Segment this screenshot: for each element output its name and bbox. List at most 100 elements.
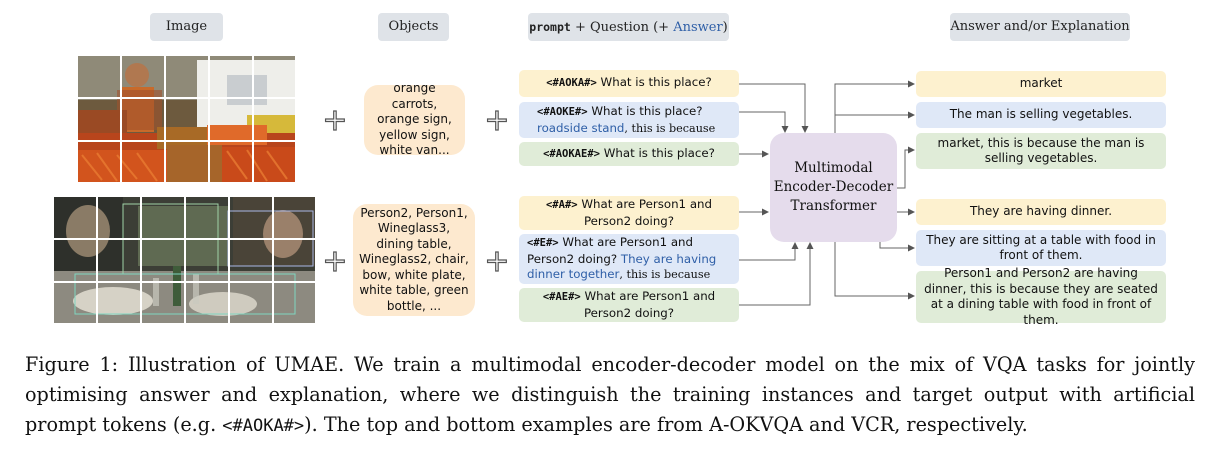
prompt-question: What is this place? bbox=[596, 75, 712, 90]
output-box: market, this is because the man is selli… bbox=[916, 133, 1166, 169]
arrow bbox=[834, 242, 915, 300]
patch bbox=[97, 239, 141, 282]
patch bbox=[229, 282, 273, 324]
patch bbox=[77, 55, 121, 98]
model-line: Multimodal bbox=[794, 160, 873, 176]
patch bbox=[229, 239, 273, 282]
patch bbox=[185, 196, 229, 239]
objects-text-bottom: Person2, Person1, Wineglass3, dining tab… bbox=[359, 205, 469, 313]
patch bbox=[141, 282, 185, 324]
output-text: market, this is because the man is selli… bbox=[937, 135, 1145, 166]
output-text: Person1 and Person2 are having dinner, t… bbox=[924, 266, 1158, 327]
prompt-question: What is this place? bbox=[587, 104, 703, 118]
arrow bbox=[739, 242, 799, 261]
patch bbox=[165, 55, 209, 98]
header-prompt-mid: + Question (+ bbox=[570, 20, 674, 35]
header-prompt-question: prompt + Question (+ Answer) bbox=[528, 13, 729, 41]
prompt-box: <#AOKA#> What is this place? bbox=[519, 70, 739, 97]
prompt-token: <#E#> bbox=[527, 237, 559, 250]
prompt-answer: They are having dinner together bbox=[527, 251, 717, 282]
prompt-line: <#AOKAE#> What is this place? bbox=[543, 146, 715, 163]
patch bbox=[209, 98, 253, 141]
output-box: Person1 and Person2 are having dinner, t… bbox=[916, 266, 1166, 327]
header-answer-label: Answer and/or Explanation bbox=[950, 19, 1130, 34]
header-image-label: Image bbox=[165, 19, 208, 34]
patch bbox=[53, 196, 97, 239]
prompt-line: <#A#> What are Person1 and Person2 doing… bbox=[527, 197, 731, 229]
patch bbox=[253, 98, 296, 141]
market-image bbox=[77, 55, 296, 183]
arrow bbox=[739, 83, 809, 133]
patch bbox=[77, 98, 121, 141]
arrow bbox=[897, 146, 915, 189]
connector-arrows bbox=[739, 80, 915, 306]
patch bbox=[97, 282, 141, 324]
patch bbox=[209, 141, 253, 183]
plus-icon: + bbox=[322, 103, 348, 138]
output-text: The man is selling vegetables. bbox=[949, 107, 1133, 122]
patch bbox=[253, 55, 296, 98]
arrow bbox=[879, 242, 915, 252]
patch bbox=[229, 196, 273, 239]
patch bbox=[273, 239, 316, 282]
header-answer-explanation: Answer and/or Explanation bbox=[950, 13, 1130, 41]
prompt-question: What are Person1 and Person2 doing? bbox=[527, 235, 694, 266]
prompt-suffix: , this is because bbox=[624, 121, 716, 135]
model-box: Multimodal Encoder-Decoder Transformer bbox=[770, 133, 897, 242]
arrow bbox=[834, 80, 915, 133]
patch bbox=[53, 282, 97, 324]
prompt-answer: roadside stand bbox=[537, 120, 625, 135]
prompt-token: <#AOKAE#> bbox=[543, 147, 600, 160]
prompt-box: <#E#> What are Person1 and Person2 doing… bbox=[519, 234, 739, 284]
prompt-line: <#AE#> What are Person1 and Person2 doin… bbox=[527, 289, 731, 321]
prompt-box: <#AOKAE#> What is this place? bbox=[519, 142, 739, 166]
prompt-line: <#AOKE#> What is this place? bbox=[537, 104, 731, 121]
output-text: They are having dinner. bbox=[969, 204, 1113, 219]
objects-box-top: orange carrots, orange sign, yellow sign… bbox=[364, 81, 465, 157]
model-line: Transformer bbox=[790, 198, 877, 214]
prompt-token: <#AOKE#> bbox=[537, 106, 588, 118]
caption-token: <#AOKA#> bbox=[222, 416, 305, 436]
patch bbox=[97, 196, 141, 239]
patch bbox=[253, 141, 296, 183]
patch bbox=[121, 98, 165, 141]
output-text: market bbox=[1019, 76, 1063, 91]
patch bbox=[273, 196, 316, 239]
prompt-question: What are Person1 and Person2 doing? bbox=[577, 197, 713, 228]
header-prompt-end: ) bbox=[722, 20, 728, 35]
prompt-token: <#A#> bbox=[545, 199, 578, 211]
header-prompt-token: prompt bbox=[529, 20, 571, 34]
model-line: Encoder-Decoder bbox=[773, 179, 894, 195]
prompt-line: <#AOKA#> What is this place? bbox=[546, 75, 712, 92]
header-prompt-answer: Answer bbox=[673, 20, 723, 35]
dinner-image bbox=[53, 196, 316, 324]
patch bbox=[141, 196, 185, 239]
patch bbox=[185, 282, 229, 324]
patch bbox=[53, 239, 97, 282]
output-box: market bbox=[916, 71, 1166, 97]
objects-box-bottom: Person2, Person1, Wineglass3, dining tab… bbox=[353, 204, 475, 316]
prompt-box: <#AE#> What are Person1 and Person2 doin… bbox=[519, 288, 739, 322]
figure-caption: Figure 1: Illustration of UMAE. We train… bbox=[25, 350, 1195, 441]
arrow bbox=[739, 111, 789, 133]
patch bbox=[121, 55, 165, 98]
prompt-token: <#AE#> bbox=[542, 291, 581, 303]
caption-part2: ). The top and bottom examples are from … bbox=[304, 413, 1028, 436]
patch bbox=[185, 239, 229, 282]
prompt-box: <#A#> What are Person1 and Person2 doing… bbox=[519, 196, 739, 230]
header-objects-label: Objects bbox=[388, 19, 439, 34]
header-objects: Objects bbox=[378, 13, 449, 41]
plus-icon: + bbox=[322, 244, 348, 279]
prompt-line: <#E#> What are Person1 and Person2 doing… bbox=[527, 235, 731, 283]
prompt-question: What is this place? bbox=[599, 145, 715, 160]
patch bbox=[209, 55, 253, 98]
output-text: They are sitting at a table with food in… bbox=[926, 232, 1156, 263]
header-image: Image bbox=[150, 13, 223, 41]
patch bbox=[273, 282, 316, 324]
patch bbox=[77, 141, 121, 183]
objects-text-top: orange carrots, orange sign, yellow sign… bbox=[377, 81, 452, 158]
prompt-suffix: , this is because bbox=[619, 268, 711, 282]
patch bbox=[165, 141, 209, 183]
output-box: They are having dinner. bbox=[916, 199, 1166, 225]
plus-icon: + bbox=[484, 244, 510, 279]
